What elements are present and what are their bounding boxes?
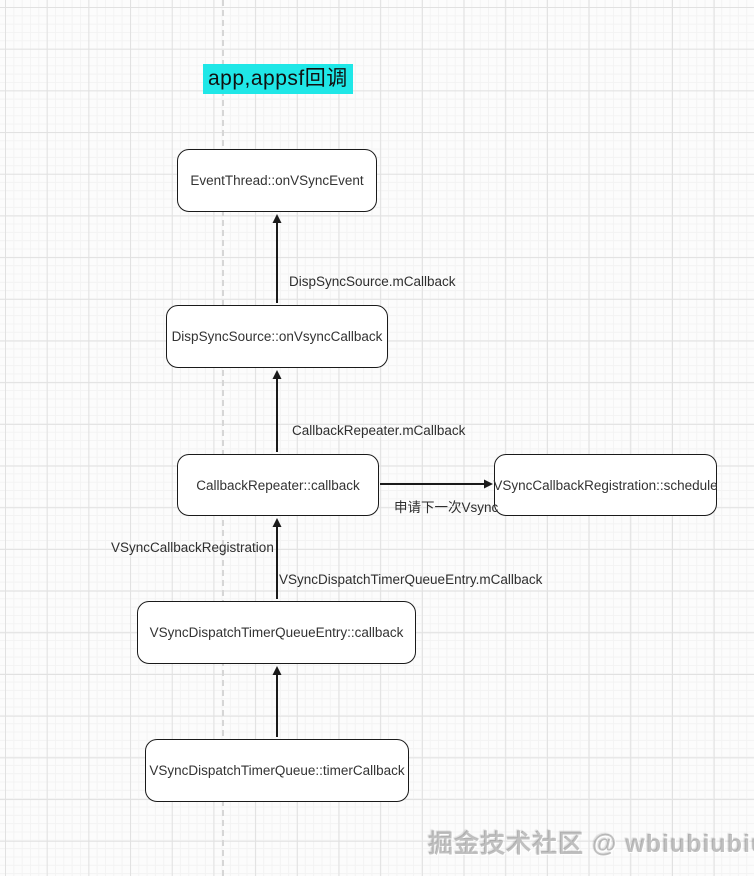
diagram-title: app,appsf回调: [203, 64, 353, 94]
edge-label-entry-mcallback: VSyncDispatchTimerQueueEntry.mCallback: [279, 572, 543, 587]
edge-label-dispsync-mcallback: DispSyncSource.mCallback: [289, 274, 456, 289]
node-timer-queue: VSyncDispatchTimerQueue::timerCallback: [145, 739, 409, 802]
node-callback-repeater: CallbackRepeater::callback: [177, 454, 379, 516]
vertical-dashed-guide-line: [222, 0, 224, 876]
watermark: 掘金技术社区 @ wbiubiubiu: [428, 830, 754, 858]
edge-label-request-next-vsync: 申请下一次Vsync: [394, 500, 499, 515]
edge-label-vsync-callback-registration: VSyncCallbackRegistration: [111, 540, 274, 555]
node-vsync-callback-registration: VSyncCallbackRegistration::schedule: [493, 454, 718, 516]
node-event-thread: EventThread::onVSyncEvent: [177, 149, 377, 212]
node-disp-sync-source: DispSyncSource::onVsyncCallback: [166, 305, 388, 368]
edge-label-repeater-mcallback: CallbackRepeater.mCallback: [292, 423, 466, 438]
node-timer-queue-entry: VSyncDispatchTimerQueueEntry::callback: [137, 601, 416, 664]
